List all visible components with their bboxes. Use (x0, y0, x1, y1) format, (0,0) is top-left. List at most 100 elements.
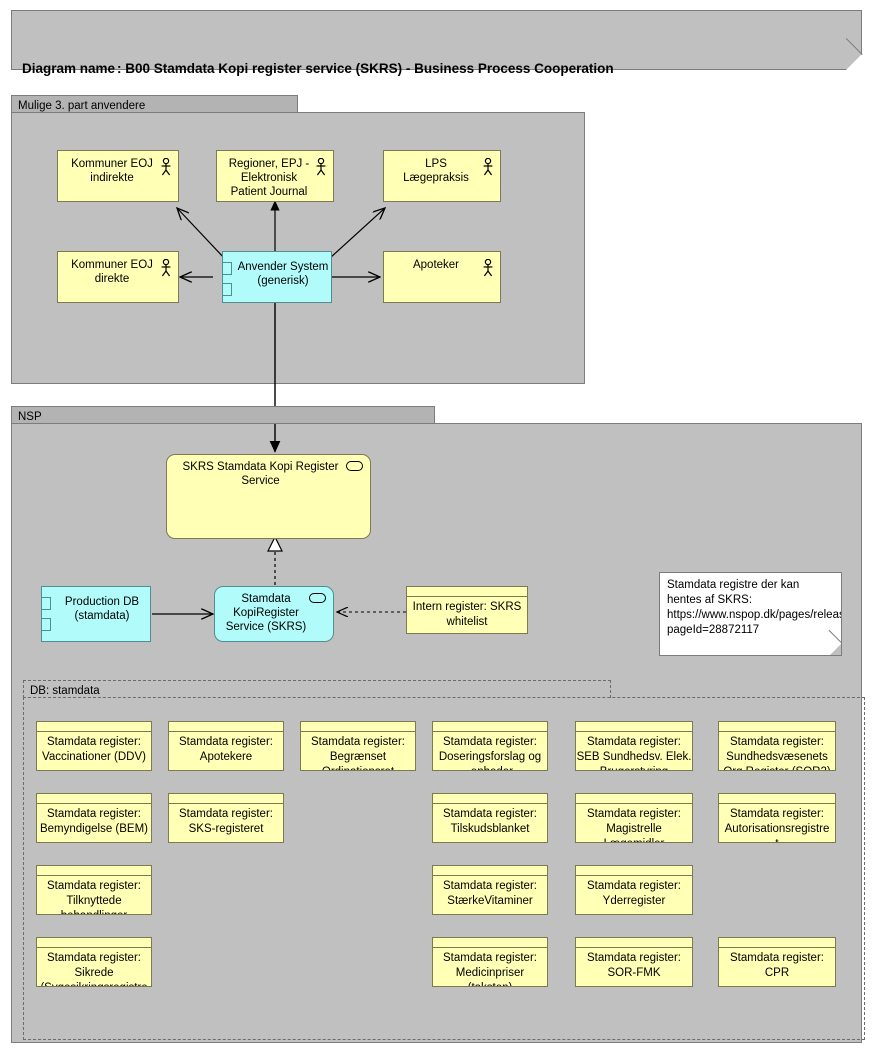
node-reg-yderregister[interactable]: Stamdata register: Yderregister (575, 865, 693, 915)
node-reg-medicinpriser-label: Stamdata register: Medicinpriser (takste… (443, 952, 537, 986)
node-reg-staerkevitaminer[interactable]: Stamdata register: StærkeVitaminer (432, 865, 548, 915)
node-reg-tilknyttede-label: Stamdata register: Tilknyttede behandlin… (47, 880, 141, 914)
note-fold-line (828, 629, 841, 644)
node-reg-sikrede-label: Stamdata register: Sikrede (Sygesikrings… (40, 952, 147, 986)
node-kommuner-eoj-direkte[interactable]: Kommuner EOJ direkte (57, 251, 179, 303)
node-reg-autorisation[interactable]: Stamdata register: Autorisationsregistre… (718, 793, 836, 843)
service-interface-icon (309, 593, 326, 603)
banner-fold-corner (846, 54, 862, 70)
node-reg-sor-fmk[interactable]: Stamdata register: SOR-FMK (575, 937, 693, 987)
register-header-strip (719, 722, 835, 732)
register-header-strip (169, 794, 283, 804)
node-reg-vaccinationer-label: Stamdata register: Vaccinationer (DDV) (42, 736, 146, 763)
node-production-db-label: Production DB (stamdata) (64, 596, 140, 622)
node-anvender-system-label: Anvender System (generisk) (237, 261, 329, 287)
node-reg-seb[interactable]: Stamdata register: SEB Sundhedsv. Elek. … (575, 721, 693, 771)
node-reg-bemyndigelse[interactable]: Stamdata register: Bemyndigelse (BEM) (36, 793, 152, 843)
node-reg-magistrelle[interactable]: Stamdata register: Magistrelle Lægemidle… (575, 793, 693, 843)
register-header-strip (301, 722, 415, 732)
group-tab-third-party: Mulige 3. part anvendere (11, 95, 298, 113)
register-header-strip (433, 722, 547, 732)
register-header-strip (433, 794, 547, 804)
diagram-name-value: B00 Stamdata Kopi register service (SKRS… (125, 61, 614, 76)
node-stamdata-kopiregister-label: Stamdata KopiRegister Service (SKRS) (225, 593, 307, 633)
actor-icon (483, 158, 493, 176)
register-header-strip (433, 938, 547, 948)
node-reg-sikrede[interactable]: Stamdata register: Sikrede (Sygesikrings… (36, 937, 152, 987)
node-reg-tilskudsblanket[interactable]: Stamdata register: Tilskudsblanket (432, 793, 548, 843)
node-intern-register-whitelist[interactable]: Intern register: SKRS whitelist (406, 586, 528, 634)
node-apoteker[interactable]: Apoteker (383, 251, 501, 303)
register-header-strip (407, 587, 527, 597)
note-stamdata-registre: Stamdata registre der kan hentes af SKRS… (659, 572, 842, 656)
node-kommuner-eoj-indirekte[interactable]: Kommuner EOJ indirekte (57, 150, 179, 202)
node-reg-autorisation-label: Stamdata register: Autorisationsregistre… (724, 808, 830, 842)
note-fold-corner (829, 643, 841, 655)
node-reg-cpr-label: Stamdata register: CPR (730, 952, 824, 979)
banner-fold-line (845, 38, 863, 55)
service-interface-icon (346, 461, 363, 471)
register-header-strip (719, 938, 835, 948)
component-tab-upper-icon (223, 262, 232, 275)
group-tab-nsp-label: NSP (18, 411, 42, 423)
node-reg-cpr[interactable]: Stamdata register: CPR (718, 937, 836, 987)
node-reg-doseringsforslag[interactable]: Stamdata register: Doseringsforslag og -… (432, 721, 548, 771)
node-kommuner-eoj-direkte-label: Kommuner EOJ direkte (71, 259, 153, 285)
actor-icon (483, 259, 493, 277)
node-reg-tilknyttede[interactable]: Stamdata register: Tilknyttede behandlin… (36, 865, 152, 915)
node-reg-magistrelle-label: Stamdata register: Magistrelle Lægemidle… (587, 808, 681, 842)
node-reg-sor2[interactable]: Stamdata register: Sundhedsvæsenets Org … (718, 721, 836, 771)
node-reg-medicinpriser[interactable]: Stamdata register: Medicinpriser (takste… (432, 937, 548, 987)
register-header-strip (169, 722, 283, 732)
node-intern-register-whitelist-label: Intern register: SKRS whitelist (412, 601, 522, 628)
node-reg-seb-label: Stamdata register: SEB Sundhedsv. Elek. … (576, 736, 692, 770)
group-tab-third-party-label: Mulige 3. part anvendere (18, 100, 146, 112)
group-tab-db-stamdata-label: DB: stamdata (30, 685, 100, 697)
node-reg-begraenset[interactable]: Stamdata register: Begrænset Ordinations… (300, 721, 416, 771)
register-header-strip (576, 866, 692, 876)
group-tab-db-stamdata: DB: stamdata (23, 680, 611, 698)
component-tab-upper-icon (42, 597, 51, 610)
diagram-name-row: Diagram name: B00 Stamdata Kopi register… (22, 59, 614, 79)
component-tab-lower-icon (42, 618, 51, 631)
actor-icon (316, 158, 326, 176)
node-stamdata-kopiregister[interactable]: Stamdata KopiRegister Service (SKRS) (214, 586, 334, 642)
register-header-strip (576, 938, 692, 948)
register-header-strip (37, 866, 151, 876)
node-reg-tilskudsblanket-label: Stamdata register: Tilskudsblanket (443, 808, 537, 835)
node-reg-vaccinationer[interactable]: Stamdata register: Vaccinationer (DDV) (36, 721, 152, 771)
node-reg-bemyndigelse-label: Stamdata register: Bemyndigelse (BEM) (39, 808, 148, 835)
diagram-title-banner: Diagram name: B00 Stamdata Kopi register… (11, 10, 863, 136)
note-text: Stamdata registre der kan hentes af SKRS… (667, 579, 841, 636)
node-anvender-system[interactable]: Anvender System (generisk) (222, 251, 332, 303)
group-db-stamdata (23, 697, 865, 1040)
node-reg-apotekere-label: Stamdata register: Apotekere (179, 736, 273, 763)
node-reg-sks-label: Stamdata register: SKS-registeret (179, 808, 273, 835)
node-reg-yderregister-label: Stamdata register: Yderregister (587, 880, 681, 907)
diagram-name-label: Diagram name (22, 61, 116, 76)
node-apoteker-label: Apoteker (412, 259, 460, 271)
node-reg-begraenset-label: Stamdata register: Begrænset Ordinations… (311, 736, 405, 770)
node-reg-staerkevitaminer-label: Stamdata register: StærkeVitaminer (443, 880, 537, 907)
node-reg-sks[interactable]: Stamdata register: SKS-registeret (168, 793, 284, 843)
node-reg-doseringsforslag-label: Stamdata register: Doseringsforslag og -… (438, 736, 542, 770)
node-regioner-epj-label: Regioner, EPJ - Elektronisk Patient Jour… (228, 158, 310, 198)
node-production-db[interactable]: Production DB (stamdata) (41, 586, 151, 642)
node-lps-laegepraksis-label: LPS Lægepraksis (403, 158, 469, 184)
register-header-strip (37, 722, 151, 732)
register-header-strip (719, 794, 835, 804)
node-reg-apotekere[interactable]: Stamdata register: Apotekere (168, 721, 284, 771)
actor-icon (161, 259, 171, 277)
node-reg-sor2-label: Stamdata register: Sundhedsvæsenets Org … (723, 736, 830, 770)
node-lps-laegepraksis[interactable]: LPS Lægepraksis (383, 150, 501, 202)
actor-icon (161, 158, 171, 176)
node-skrs-service[interactable]: SKRS Stamdata Kopi Register Service (166, 454, 371, 539)
register-header-strip (37, 938, 151, 948)
register-header-strip (37, 794, 151, 804)
register-header-strip (576, 722, 692, 732)
node-regioner-epj[interactable]: Regioner, EPJ - Elektronisk Patient Jour… (216, 150, 334, 202)
node-kommuner-eoj-indirekte-label: Kommuner EOJ indirekte (71, 158, 153, 184)
node-reg-sor-fmk-label: Stamdata register: SOR-FMK (587, 952, 681, 979)
diagram-name-sep: : (117, 61, 122, 76)
